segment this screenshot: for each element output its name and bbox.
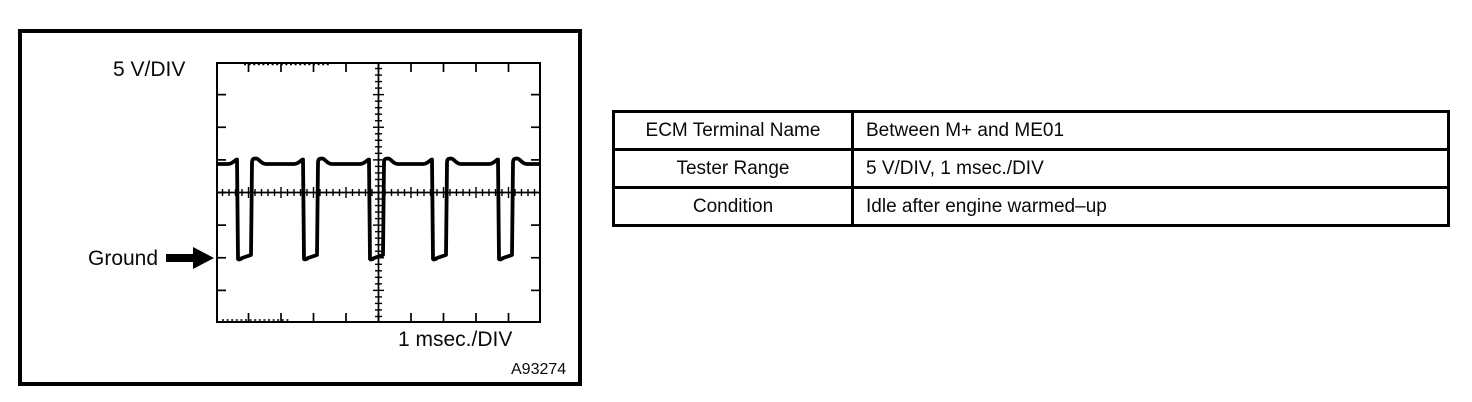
row-value: Idle after engine warmed–up bbox=[851, 186, 1450, 227]
voltage-scale-label: 5 V/DIV bbox=[113, 58, 186, 81]
row-value: Between M+ and ME01 bbox=[851, 110, 1450, 151]
table-row: Condition Idle after engine warmed–up bbox=[612, 186, 1450, 227]
oscilloscope-grid bbox=[216, 62, 541, 323]
oscilloscope-figure-box: 5 V/DIV Ground 1 msec./DIV A93274 bbox=[18, 29, 582, 386]
table-row: ECM Terminal Name Between M+ and ME01 bbox=[612, 110, 1450, 151]
row-value: 5 V/DIV, 1 msec./DIV bbox=[851, 148, 1450, 189]
row-label: Condition bbox=[612, 186, 854, 227]
spec-table: ECM Terminal Name Between M+ and ME01 Te… bbox=[612, 110, 1450, 227]
ground-label: Ground bbox=[88, 247, 159, 270]
ground-arrow-icon bbox=[166, 247, 214, 269]
row-label: ECM Terminal Name bbox=[612, 110, 854, 151]
time-scale-label: 1 msec./DIV bbox=[398, 328, 513, 351]
figure-ref-code: A93274 bbox=[511, 361, 567, 378]
table-row: Tester Range 5 V/DIV, 1 msec./DIV bbox=[612, 148, 1450, 189]
row-label: Tester Range bbox=[612, 148, 854, 189]
